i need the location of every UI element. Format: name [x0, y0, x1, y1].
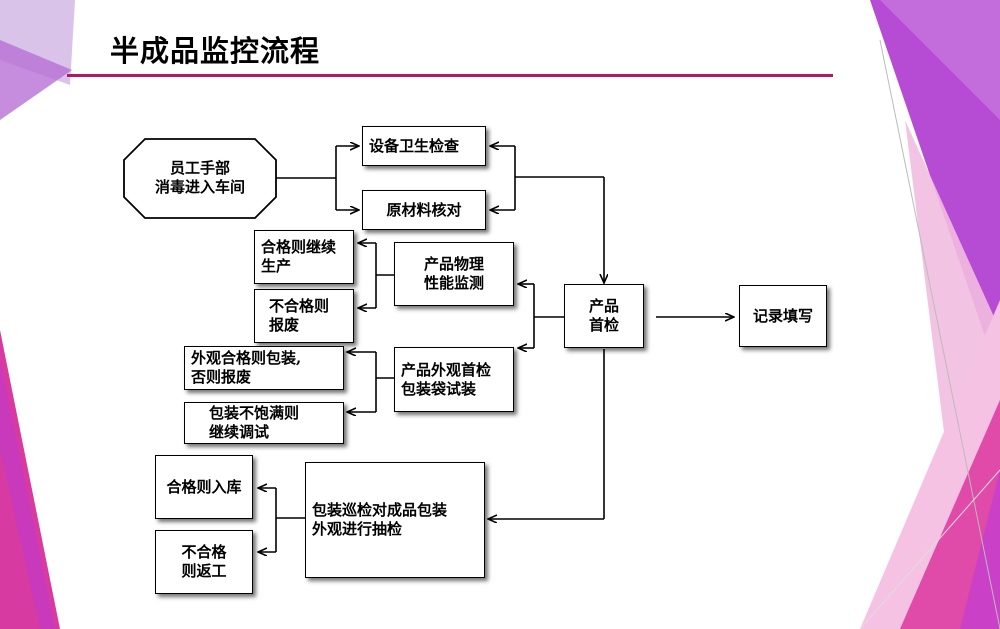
record-node: 记录填写: [739, 285, 827, 347]
fail-scrap-node: 不合格则 报废: [254, 289, 354, 343]
decor-triangle: [960, 470, 1000, 629]
rework-node: 不合格 则返工: [155, 530, 253, 594]
storage-node: 合格则入库: [155, 455, 253, 519]
page-title: 半成品监控流程: [110, 34, 321, 68]
decor-line: [879, 39, 1000, 629]
decor-triangle: [0, 40, 72, 120]
physical-test-node: 产品物理 性能监测: [394, 242, 514, 306]
start-node: 员工手部 消毒进入车间: [154, 159, 245, 196]
equipment-check-node: 设备卫生检查: [362, 126, 486, 166]
decor-triangle: [880, 0, 1000, 120]
material-check-node: 原材料核对: [362, 190, 486, 230]
decor-triangle: [0, 330, 60, 629]
appearance-ok-node: 外观合格则包装, 否则报废: [184, 346, 344, 390]
appearance-check-node: 产品外观首检 包装袋试装: [394, 347, 514, 412]
pass-continue-node: 合格则继续 生产: [254, 230, 354, 284]
first-check-node: 产品 首检: [564, 284, 644, 348]
sampling-node: 包装巡检对成品包装 外观进行抽检: [305, 462, 485, 578]
decor-triangle: [0, 360, 55, 629]
pack-adjust-node: 包装不饱满则 继续调试: [184, 402, 344, 444]
decor-line: [859, 469, 1000, 629]
start-octagon-shape: [123, 138, 277, 219]
title-underline: [67, 74, 833, 77]
